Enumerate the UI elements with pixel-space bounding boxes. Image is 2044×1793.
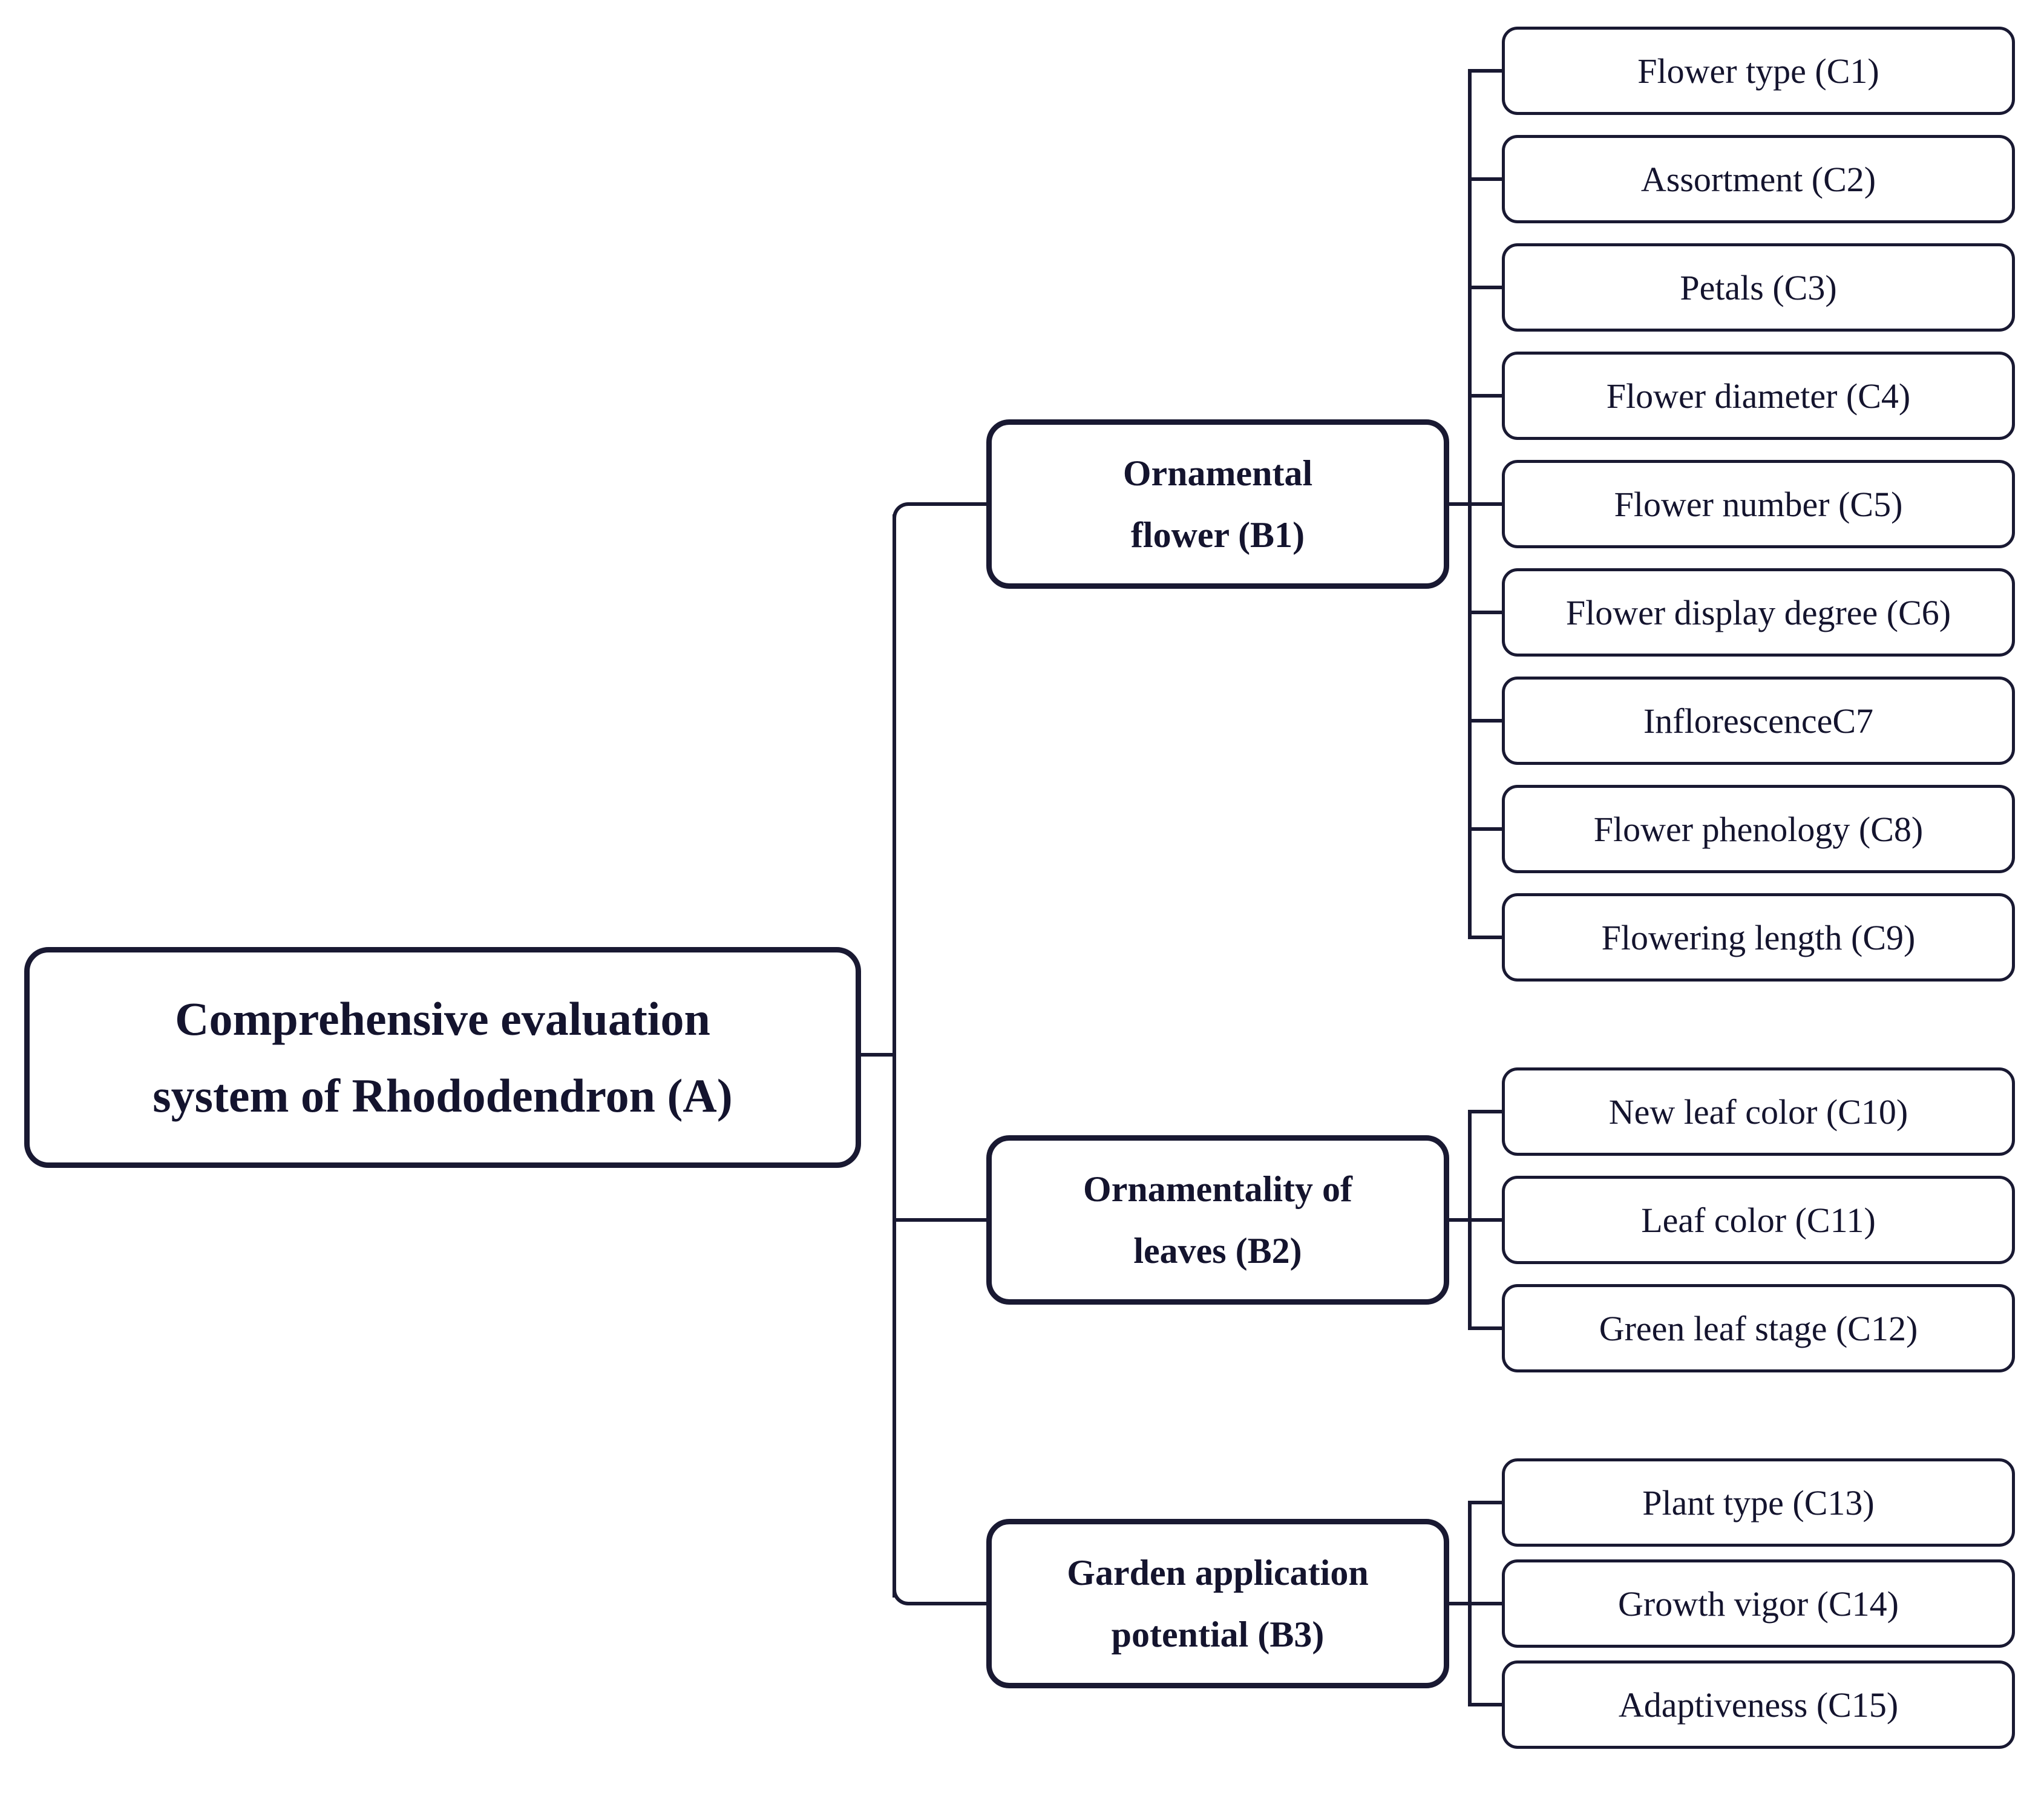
- branch-b1-label-line1: Ornamental: [1122, 453, 1313, 493]
- connector-c6-stub: [1469, 611, 1502, 614]
- connector-b3-to-spine: [1449, 1602, 1502, 1605]
- connector-c9-stub: [1469, 936, 1502, 939]
- root-node-a: Comprehensive evaluation system of Rhodo…: [24, 947, 861, 1168]
- criterion-c1-label: Flower type (C1): [1637, 51, 1879, 91]
- branch-b2-label-line1: Ornamentality of: [1083, 1169, 1352, 1209]
- criterion-node-c13: Plant type (C13): [1502, 1458, 2015, 1547]
- criterion-c11-label: Leaf color (C11): [1641, 1200, 1876, 1240]
- connector-c2-stub: [1469, 177, 1502, 181]
- criterion-c4-label: Flower diameter (C4): [1606, 376, 1911, 416]
- criterion-node-c9: Flowering length (C9): [1502, 893, 2015, 982]
- connector-b2-to-spine: [1449, 1218, 1502, 1222]
- branch-node-b3: Garden application potential (B3): [986, 1519, 1449, 1688]
- branch-b3-label-line2: potential (B3): [1111, 1614, 1325, 1654]
- connector-c13-stub: [1469, 1501, 1502, 1504]
- criterion-c12-label: Green leaf stage (C12): [1599, 1308, 1918, 1348]
- connector-c3-stub: [1469, 286, 1502, 289]
- connector-c12-stub: [1469, 1326, 1502, 1330]
- connector-c8-stub: [1469, 827, 1502, 831]
- spine-b2-group: [1468, 1110, 1472, 1330]
- criterion-c6-label: Flower display degree (C6): [1565, 592, 1951, 632]
- branch-node-b1: Ornamental flower (B1): [986, 419, 1449, 589]
- criterion-node-c12: Green leaf stage (C12): [1502, 1284, 2015, 1372]
- spine-b1-group: [1468, 69, 1472, 939]
- criterion-node-c8: Flower phenology (C8): [1502, 785, 2015, 873]
- criterion-node-c3: Petals (C3): [1502, 243, 2015, 332]
- branch-b2-label-line2: leaves (B2): [1133, 1231, 1302, 1271]
- criterion-c14-label: Growth vigor (C14): [1618, 1584, 1899, 1624]
- criterion-c9-label: Flowering length (C9): [1601, 917, 1916, 957]
- connector-c4-stub: [1469, 394, 1502, 398]
- connector-c10-stub: [1469, 1110, 1502, 1113]
- criterion-c15-label: Adaptiveness (C15): [1618, 1685, 1899, 1725]
- criterion-c8-label: Flower phenology (C8): [1593, 809, 1924, 849]
- connector-c7-stub: [1469, 719, 1502, 723]
- root-label-line1: Comprehensive evaluation: [175, 992, 710, 1046]
- criterion-node-c1: Flower type (C1): [1502, 27, 2015, 115]
- criterion-node-c2: Assortment (C2): [1502, 135, 2015, 223]
- criterion-node-c4: Flower diameter (C4): [1502, 352, 2015, 440]
- criterion-node-c11: Leaf color (C11): [1502, 1176, 2015, 1264]
- connector-root-to-trunk: [861, 1053, 896, 1057]
- criterion-node-c15: Adaptiveness (C15): [1502, 1660, 2015, 1749]
- connector-c1-stub: [1469, 69, 1502, 73]
- root-label-line2: system of Rhododendron (A): [152, 1069, 733, 1122]
- connector-trunk-to-b2: [894, 1218, 986, 1222]
- criterion-c7-label: InflorescenceC7: [1643, 701, 1874, 741]
- spine-b3-group: [1468, 1501, 1472, 1706]
- criterion-node-c14: Growth vigor (C14): [1502, 1559, 2015, 1648]
- criterion-c2-label: Assortment (C2): [1640, 159, 1876, 199]
- criterion-node-c6: Flower display degree (C6): [1502, 568, 2015, 657]
- criterion-node-c5: Flower number (C5): [1502, 460, 2015, 548]
- criterion-node-c7: InflorescenceC7: [1502, 677, 2015, 765]
- connector-b1-to-spine: [1449, 502, 1502, 506]
- criterion-c10-label: New leaf color (C10): [1608, 1092, 1908, 1132]
- criterion-node-c10: New leaf color (C10): [1502, 1067, 2015, 1156]
- connector-trunk-vertical: [893, 514, 896, 1598]
- criterion-c5-label: Flower number (C5): [1614, 484, 1903, 524]
- criterion-c13-label: Plant type (C13): [1642, 1483, 1875, 1523]
- branch-b3-label-line1: Garden application: [1067, 1553, 1369, 1593]
- connector-trunk-elbow-b1: [893, 502, 986, 520]
- connector-c15-stub: [1469, 1703, 1502, 1706]
- criterion-c3-label: Petals (C3): [1680, 267, 1837, 307]
- branch-node-b2: Ornamentality of leaves (B2): [986, 1135, 1449, 1305]
- connector-trunk-elbow-b3: [893, 1585, 986, 1605]
- branch-b1-label-line2: flower (B1): [1130, 515, 1305, 555]
